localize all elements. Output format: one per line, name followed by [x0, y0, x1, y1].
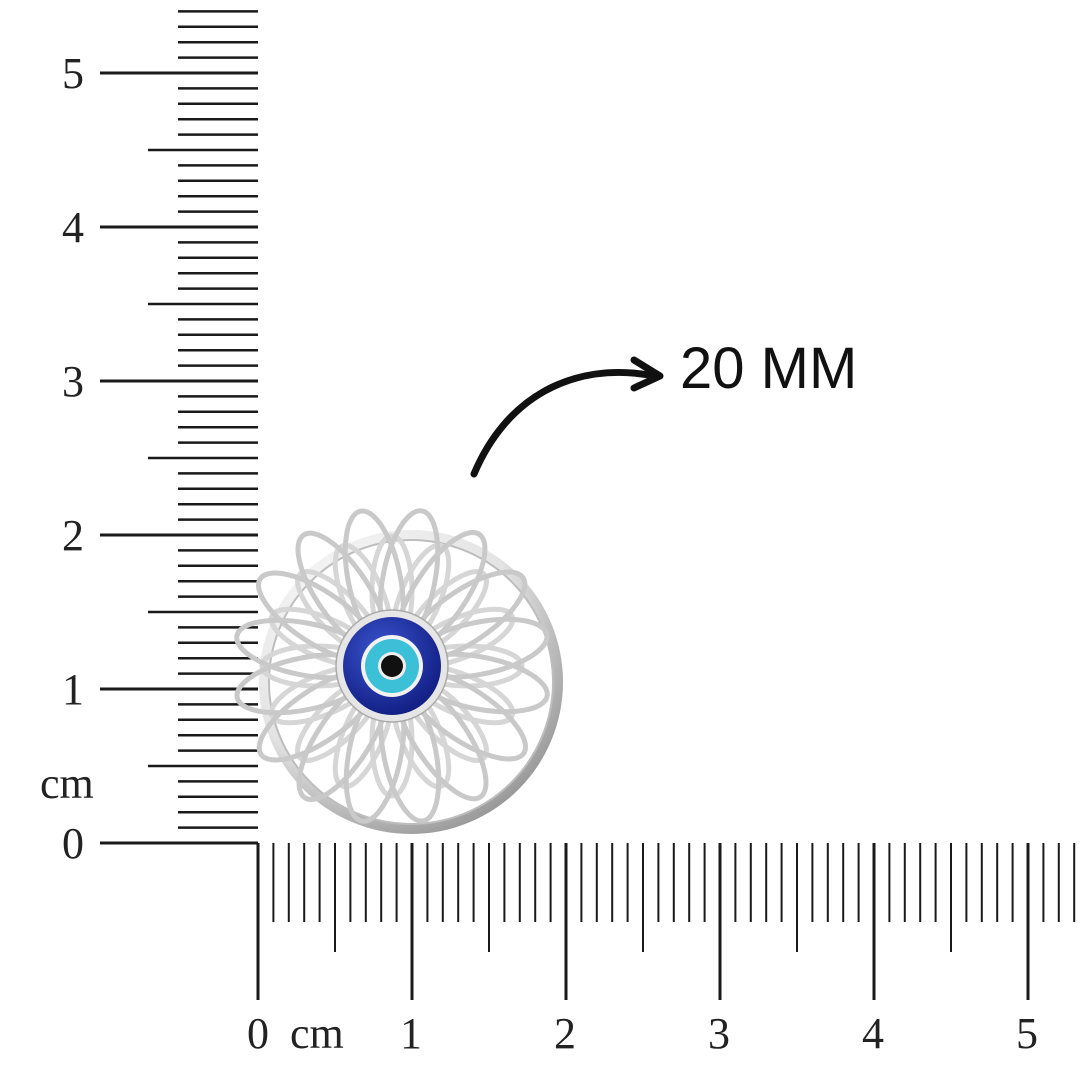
horizontal-ruler [100, 841, 1076, 1000]
arrow-head-icon [630, 356, 664, 392]
horizontal-label-3: 3 [708, 1009, 730, 1058]
vertical-label-2: 2 [62, 511, 84, 560]
eye-pupil [381, 655, 403, 677]
vertical-label-5: 5 [62, 49, 84, 98]
horizontal-label-4: 4 [862, 1009, 884, 1058]
evil-eye-pendant [234, 508, 563, 834]
dimension-label: 20 MM [680, 336, 858, 401]
horizontal-unit-label: cm [290, 1009, 344, 1058]
horizontal-label-1: 1 [400, 1009, 422, 1058]
vertical-label-3: 3 [62, 357, 84, 406]
vertical-label-4: 4 [62, 203, 84, 252]
horizontal-label-2: 2 [554, 1009, 576, 1058]
horizontal-label-0: 0 [247, 1009, 269, 1058]
vertical-label-0: 0 [62, 819, 84, 868]
vertical-ruler [100, 10, 258, 845]
vertical-unit-label: cm [40, 759, 94, 808]
vertical-label-1: 1 [62, 665, 84, 714]
arrow-curve [470, 369, 659, 478]
horizontal-label-5: 5 [1016, 1009, 1038, 1058]
